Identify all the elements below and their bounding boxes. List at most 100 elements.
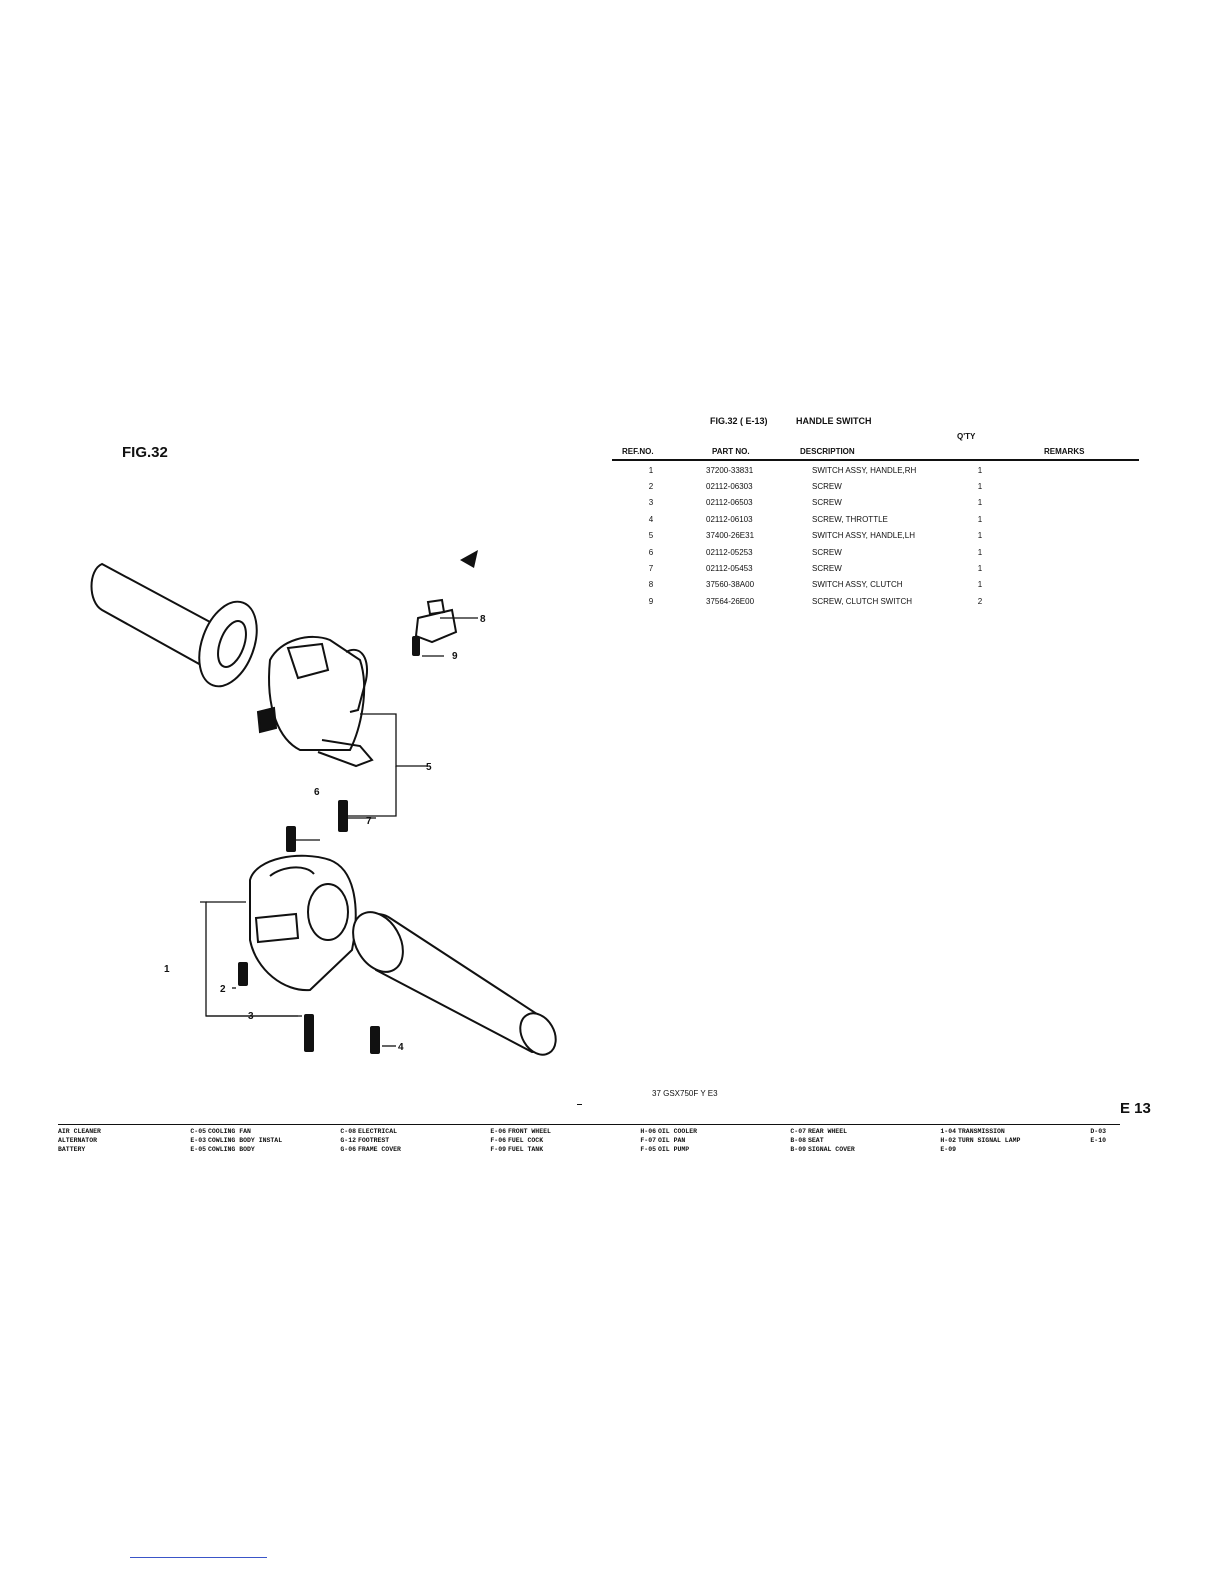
callout-1: 1 [164, 964, 170, 975]
index-entry-name: TRANSMISSION [958, 1128, 1005, 1135]
ref-no-cell: 2 [648, 482, 654, 492]
screws-drawing [238, 550, 478, 1054]
description-cell: SCREW [812, 498, 842, 508]
description-cell: SCREW [812, 564, 842, 574]
callout-8: 8 [480, 614, 486, 625]
index-entry-name: OIL PAN [658, 1137, 686, 1144]
part-no-cell: 02112-06103 [706, 514, 753, 524]
part-no-cell: 02112-06503 [706, 498, 753, 508]
index-entry[interactable]: FRONT WHEEL H-06 [508, 1127, 656, 1136]
index-entry-code: G-06 [340, 1146, 356, 1153]
description-cell: SCREW, CLUTCH SWITCH [812, 596, 912, 606]
index-entry-name: SEAT [808, 1137, 824, 1144]
ref-no-header: REF.NO. [622, 447, 654, 456]
index-entry-name: COWLING BODY INSTAL [208, 1137, 283, 1144]
qty-cell: 1 [977, 531, 983, 541]
index-entry-code: C-05 [190, 1128, 206, 1135]
callout-7: 7 [366, 816, 372, 827]
callout-9: 9 [452, 651, 458, 662]
ref-no-cell: 6 [648, 547, 654, 557]
index-entry-name: OIL COOLER [658, 1128, 698, 1135]
index-entry-code: H-06 [640, 1128, 656, 1135]
index-entry-name: COOLING FAN [208, 1128, 251, 1135]
index-entry[interactable]: ELECTRICAL E-06 [358, 1127, 506, 1136]
callout-6: 6 [314, 787, 320, 798]
ref-no-cell: 3 [648, 498, 654, 508]
index-entry-name: ELECTRICAL [358, 1128, 398, 1135]
part-no-cell: 37564-26E00 [706, 596, 755, 606]
part-no-cell: 37400-26E31 [706, 531, 755, 541]
index-entry-name: REAR WHEEL [808, 1128, 848, 1135]
remarks-header: REMARKS [1044, 447, 1085, 456]
index-entry[interactable]: BATTERY E-05 [58, 1145, 206, 1154]
index-entry[interactable]: OIL COOLER C-07 [658, 1127, 806, 1136]
handle-switch-exploded-diagram: 1 2 3 4 5 6 7 8 9 [90, 550, 557, 1056]
index-entry-code: F-06 [490, 1137, 506, 1144]
index-entry-code: F-07 [640, 1137, 656, 1144]
index-entry-name: TURN SIGNAL LAMP [958, 1137, 1021, 1144]
figure-reference: FIG.32 ( E-13) [710, 416, 768, 426]
qty-cell: 1 [977, 482, 983, 492]
qty-cell: 2 [977, 596, 983, 606]
page-number: E 13 [1120, 1100, 1151, 1117]
description-cell: SCREW [812, 547, 842, 557]
model-code: 37 GSX750F Y E3 [652, 1089, 718, 1098]
index-entry[interactable]: REAR WHEEL 1-04 [808, 1127, 956, 1136]
qty-cell: 1 [977, 465, 983, 475]
index-entry-code: E-06 [490, 1128, 506, 1135]
table-title: FIG.32 ( E-13) HANDLE SWITCH [710, 416, 898, 426]
part-no-cell: 37200-33831 [706, 465, 754, 475]
assembly-name: HANDLE SWITCH [796, 416, 872, 426]
index-entry-name: FRAME COVER [358, 1146, 401, 1153]
index-entry-code: B-09 [790, 1146, 806, 1153]
description-cell: SCREW, THROTTLE [812, 514, 888, 524]
index-entry-name: ALTERNATOR [58, 1137, 98, 1144]
right-grip-drawing [352, 911, 557, 1056]
index-entry-code: C-07 [790, 1128, 806, 1135]
ref-no-cell: 5 [648, 531, 654, 541]
part-no-cell: 02112-06303 [706, 482, 753, 492]
index-entry-name: FUEL COCK [508, 1137, 544, 1144]
clutch-switch-drawing [414, 598, 458, 644]
description-cell: SWITCH ASSY, HANDLE,RH [812, 465, 917, 475]
description-cell: SWITCH ASSY, CLUTCH [812, 580, 903, 590]
index-entry-code: E-05 [190, 1146, 206, 1153]
index-entry[interactable]: OIL PUMP B-09 [658, 1145, 806, 1154]
index-entry-name: BATTERY [58, 1146, 86, 1153]
index-entry-code: E-09 [940, 1146, 956, 1153]
rh-switch-housing-drawing [249, 854, 357, 992]
index-entry-name: OIL PUMP [658, 1146, 690, 1153]
index-entry-code: 1-04 [940, 1128, 956, 1135]
callout-2: 2 [220, 984, 226, 995]
index-entry[interactable]: FUEL COCK F-07 [508, 1136, 656, 1145]
part-no-cell: 37560-38A00 [706, 580, 755, 590]
index-rule [58, 1124, 1120, 1125]
part-no-header: PART NO. [712, 447, 750, 456]
index-entry-name: FRONT WHEEL [508, 1128, 551, 1135]
